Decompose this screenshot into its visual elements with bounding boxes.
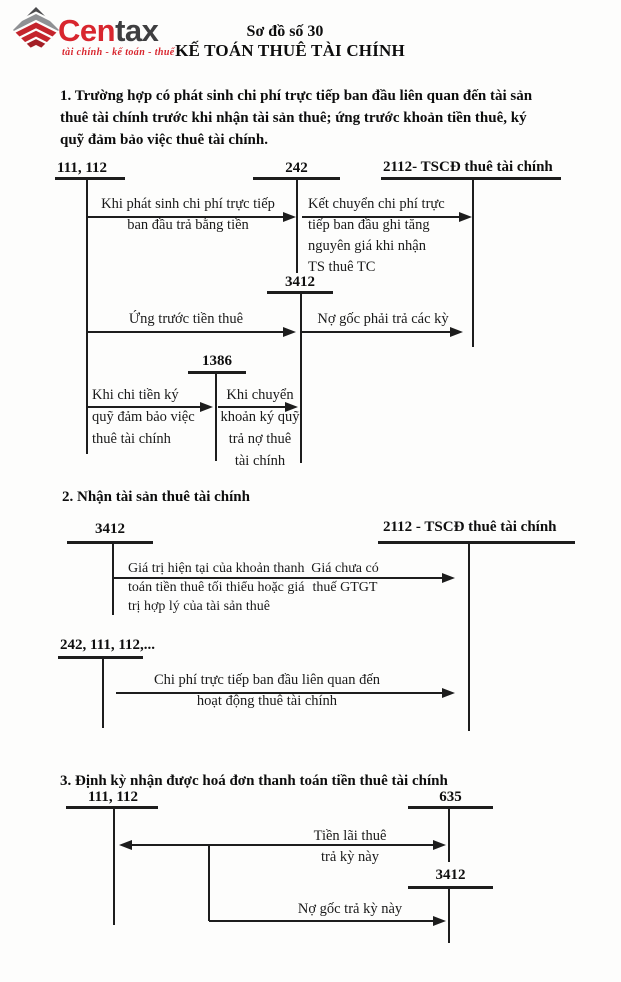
arrowhead-right-icon [459, 212, 472, 222]
taccount-topline-1386 [188, 371, 246, 374]
flow-label-transfer-cost: Kết chuyển chi phí trực tiếp ban đầu ghi… [308, 196, 445, 275]
flow-label-interest: Tiền lãi thuê trả kỳ này [313, 828, 387, 865]
flow-arrow-transfer-cost [302, 216, 459, 218]
arrowhead-right-icon [450, 327, 463, 337]
arrowhead-right-icon [200, 402, 213, 412]
flow-arrow-deposit [87, 406, 200, 408]
taccount-topline-2112 [381, 177, 561, 180]
account-label-1386: 1386 [202, 353, 232, 369]
flow-branch-stem [208, 845, 210, 921]
account-label-3412-s2: 3412 [95, 521, 125, 537]
flow-arrow-principal-due [302, 331, 450, 333]
taccount-stem-1386 [215, 371, 217, 461]
flow-arrow-direct-cost [116, 692, 442, 694]
taccount-topline-2112-s2 [378, 541, 575, 544]
flow-label-price-ex-vat: Giá chưa có thuế GTGT [311, 561, 379, 595]
taccount-topline-635 [408, 806, 493, 809]
taccount-topline-111-112-s3 [66, 806, 158, 809]
doc-title: KẾ TOÁN THUÊ TÀI CHÍNH [175, 41, 405, 60]
account-label-242-111-112: 242, 111, 112,... [60, 637, 156, 653]
account-label-2112-s2: 2112 - TSCĐ thuê tài chính [383, 519, 557, 535]
flow-arrow-deposit-transfer [218, 406, 285, 408]
logo-tagline: tài chính - kế toán - thuế [62, 47, 175, 58]
section1-heading: 1. Trường hợp có phát sinh chi phí trực … [60, 88, 533, 148]
flow-arrow-present-value [113, 577, 442, 579]
arrowhead-right-icon [433, 916, 446, 926]
account-label-3412-s3: 3412 [435, 867, 466, 883]
taccount-stem-111-112 [86, 177, 88, 454]
taccount-stem-2112-s2 [468, 541, 470, 731]
taccount-stem-242-111-112 [102, 656, 104, 728]
arrowhead-right-icon [442, 573, 455, 583]
flow-label-present-value: Giá trị hiện tại của khoản thanh toán ti… [128, 561, 305, 614]
account-label-111-112: 111, 112 [57, 160, 108, 176]
centax-brand-text: Centax [58, 13, 159, 49]
flow-label-principal-paid: Nợ gốc trả kỳ này [297, 901, 403, 917]
account-label-635: 635 [439, 789, 462, 805]
brand-tax: tax [115, 13, 159, 48]
arrowhead-right-icon [283, 327, 296, 337]
flow-label-advance: Ứng trước tiền thuê [128, 311, 244, 327]
arrowhead-right-icon [283, 212, 296, 222]
flow-label-deposit-transfer: Khi chuyển khoản ký quỹ trả nợ thuê tài … [220, 387, 300, 469]
account-label-2112: 2112- TSCĐ thuê tài chính [383, 159, 553, 175]
flow-label-principal-due: Nợ gốc phải trả các kỳ [317, 311, 449, 327]
doc-subtitle: Sơ đồ số 30 [246, 23, 324, 40]
flow-arrow-advance [87, 331, 283, 333]
account-label-242: 242 [285, 160, 308, 176]
arrowhead-right-icon [433, 840, 446, 850]
arrowhead-left-icon [119, 840, 132, 850]
taccount-stem-111-112-s3 [113, 806, 115, 925]
taccount-stem-3412 [300, 291, 302, 463]
flow-label-direct-cost: Chi phí trực tiếp ban đầu liên quan đến … [153, 672, 381, 709]
arrowhead-right-icon [285, 402, 298, 412]
brand-cen: Cen [58, 13, 116, 48]
taccount-topline-3412-s2 [67, 541, 153, 544]
flow-label-deposit: Khi chi tiền ký quỹ đảm bảo việc thuê tà… [92, 387, 195, 447]
account-label-3412: 3412 [285, 274, 315, 290]
section2-heading: 2. Nhận tài sản thuê tài chính [62, 489, 250, 505]
taccount-stem-2112 [472, 177, 474, 347]
taccount-stem-242 [296, 177, 298, 273]
centax-logo: Centax tài chính - kế toán - thuế [0, 0, 230, 62]
flow-arrow-interest [131, 844, 433, 846]
taccount-stem-635 [448, 806, 450, 862]
flow-label-initial-cost: Khi phát sinh chi phí trực tiếp ban đầu … [101, 196, 275, 233]
flow-arrow-initial-cost [87, 216, 283, 218]
centax-logo-mark-icon [13, 7, 59, 53]
arrowhead-right-icon [442, 688, 455, 698]
taccount-topline-242-111-112 [58, 656, 143, 659]
taccount-topline-3412-s3 [408, 886, 493, 889]
account-label-111-112-s3: 111, 112 [88, 789, 139, 805]
flow-arrow-principal-paid [209, 920, 433, 922]
section3-heading: 3. Định kỳ nhận được hoá đơn thanh toán … [60, 773, 448, 789]
taccount-stem-3412-s3 [448, 886, 450, 943]
taccount-topline-111-112 [55, 177, 125, 180]
